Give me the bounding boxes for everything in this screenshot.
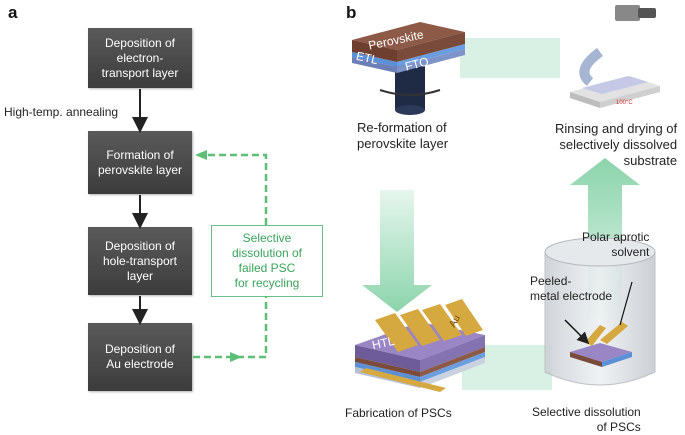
recycle-label: Selective dissolution of failed PSC for … bbox=[231, 231, 303, 290]
arrow-top-band bbox=[460, 38, 560, 78]
step-htl-box: Deposition of hole-transport layer bbox=[88, 227, 192, 295]
peeled-pointer bbox=[564, 319, 590, 345]
spin-arrow bbox=[379, 89, 441, 96]
recycle-loop bbox=[193, 153, 268, 359]
annealing-label: High-temp. annealing bbox=[4, 105, 119, 119]
caption-solvent: Polar aprotic solvent bbox=[582, 230, 650, 259]
solvent-pointer bbox=[619, 281, 633, 326]
temperature-label: 100°C bbox=[616, 100, 633, 106]
spin-coater bbox=[379, 65, 441, 115]
rinsing-setup bbox=[570, 5, 660, 108]
step-etl-label: Deposition of electron- transport layer bbox=[101, 35, 179, 80]
step-perovskite-label: Formation of perovskite layer bbox=[97, 147, 183, 177]
arrow-down bbox=[362, 190, 432, 312]
caption-rinsing: Rinsing and drying of selectively dissol… bbox=[555, 121, 678, 168]
caption-reformation: Re-formation of perovskite layer bbox=[357, 120, 449, 151]
nozzle bbox=[615, 5, 640, 21]
panel-a-letter: a bbox=[8, 3, 18, 22]
recycle-arrowhead-bottom bbox=[230, 352, 242, 362]
transfer-arrow bbox=[579, 47, 604, 86]
recycle-box: Selective dissolution of failed PSC for … bbox=[211, 225, 323, 297]
caption-peeled: Peeled- metal electrode bbox=[530, 274, 613, 303]
caption-fabrication: Fabrication of PSCs bbox=[345, 406, 452, 420]
panel-b-letter: b bbox=[346, 3, 357, 22]
caption-dissolution: Selective dissolution of PSCs bbox=[532, 405, 641, 434]
recycle-arrowhead-top bbox=[195, 150, 207, 160]
step-au-box: Deposition of Au electrode bbox=[88, 323, 192, 391]
beaker bbox=[544, 237, 656, 386]
step-htl-label: Deposition of hole-transport layer bbox=[102, 238, 178, 283]
psc-device bbox=[355, 299, 485, 392]
spin-chuck bbox=[395, 65, 425, 110]
step-etl-box: Deposition of electron- transport layer bbox=[88, 28, 192, 88]
perovskite-stack bbox=[352, 22, 465, 73]
step-perovskite-box: Formation of perovskite layer bbox=[88, 131, 192, 194]
step-au-label: Deposition of Au electrode bbox=[104, 342, 176, 371]
